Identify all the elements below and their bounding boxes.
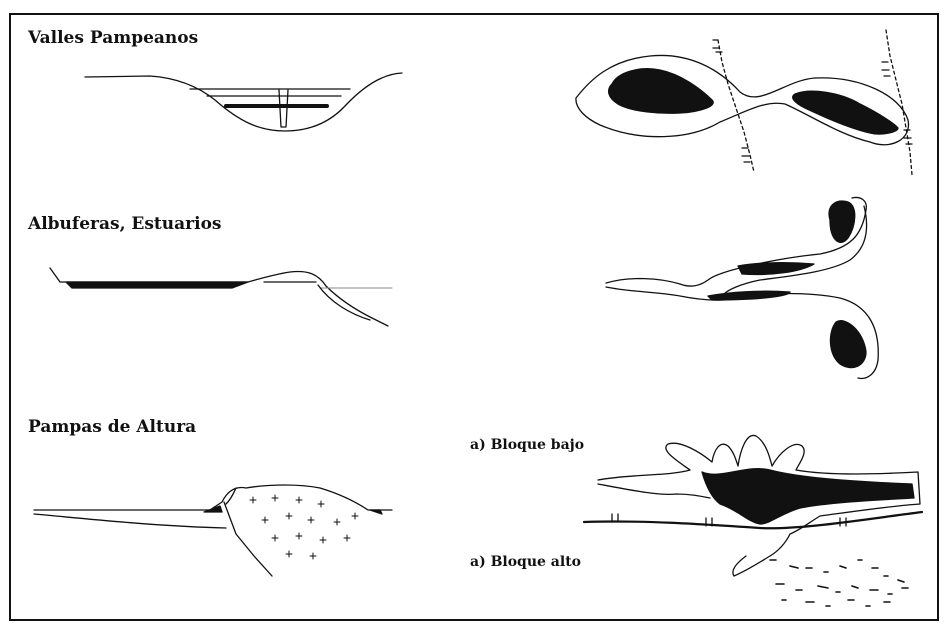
albuferas-plan-view <box>606 198 878 379</box>
albuferas-cross-section <box>50 268 392 326</box>
pampas-plan-view <box>584 435 922 606</box>
valles-cross-section <box>85 73 402 131</box>
pampas-cross-section <box>34 485 392 576</box>
valles-plan-view <box>576 30 912 175</box>
pampas-cross-section-pattern <box>250 495 358 559</box>
